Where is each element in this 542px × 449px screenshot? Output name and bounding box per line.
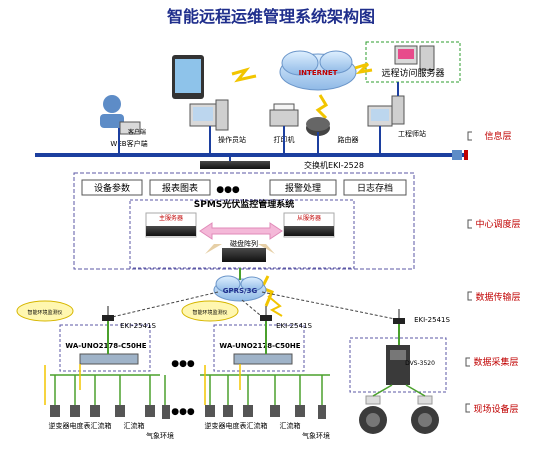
layer-info-label: 信息层 <box>484 130 511 142</box>
field-links-left <box>50 374 166 405</box>
engineer-station-icon <box>367 95 405 127</box>
gateway-right-icon <box>393 309 405 324</box>
field-devices-left <box>50 405 170 419</box>
layer-field-label: 现场设备层 <box>473 403 518 415</box>
backup-server-label: 从服务器 <box>297 214 321 222</box>
router-label: 路由器 <box>338 135 359 144</box>
switch-label: 交换机EKI-2528 <box>304 160 364 170</box>
module-reports-label: 报表图表 <box>162 182 198 194</box>
layer-center-label: 中心调度层 <box>475 218 520 230</box>
printer-icon <box>269 103 299 127</box>
module-device-params <box>81 179 143 196</box>
client-label: 客户端 <box>128 128 146 136</box>
gateway-mid-label: EKI-2541S <box>276 322 312 330</box>
uno-mid-label: WA-UNO2178-C50HE <box>219 342 300 350</box>
router-icon <box>306 117 330 136</box>
module-alarms <box>269 179 337 196</box>
bubble-left-label: 智能环境监测仪 <box>27 309 62 316</box>
bubble-mid: 智能环境监测仪 <box>181 300 239 322</box>
center-layer-box <box>73 172 415 270</box>
page-title: 智能远程运维管理系统架构图 <box>167 7 375 26</box>
layer-labels: 信息层 中心调度层 数据传输层 数据采集层 现场设备层 <box>465 130 521 415</box>
dome-camera-left <box>359 395 387 434</box>
web-client-label: WEB客户端 <box>110 139 147 148</box>
uno-mid-device <box>233 353 293 365</box>
module-logs <box>343 179 407 196</box>
collect-box-mid <box>213 324 305 372</box>
module-reports <box>149 179 211 196</box>
module-alarms-label: 报警处理 <box>285 182 321 194</box>
uno-left-device <box>79 353 139 365</box>
gprs-label: GPRS/3G <box>223 287 258 295</box>
disk-array-label: 磁盘阵列 <box>230 239 258 248</box>
internet-cloud: INTERNET <box>279 50 357 91</box>
backup-server: 从服务器 <box>283 212 335 238</box>
devices-left-extra: 汇流箱 <box>124 421 145 430</box>
workstation-icon <box>189 99 229 131</box>
engineer-label: 工程师站 <box>398 129 426 138</box>
field-devices-mid <box>205 405 326 419</box>
workstation-label: 操作员站 <box>218 135 246 144</box>
dvs-label: DVS-3520 <box>405 360 435 367</box>
field-ellipsis: ●●● <box>171 407 195 417</box>
switch-icon <box>200 157 270 169</box>
gateway-mid-icon <box>260 306 272 321</box>
devices-mid-extra: 汇流箱 <box>280 421 301 430</box>
remote-server-box <box>365 41 461 83</box>
remote-server-label: 远程访问服务器 <box>381 67 444 79</box>
web-client-icon <box>100 95 141 135</box>
spms-title: SPMS光伏监控管理系统 <box>194 198 295 210</box>
collect-box-left <box>59 324 151 372</box>
module-boxes: 设备参数 报表图表 ●●● 报警处理 日志存档 <box>81 179 407 196</box>
firewall-icon <box>452 150 468 160</box>
remote-server-icon <box>394 45 435 71</box>
weather-mid-label: 气象环境 <box>302 431 330 440</box>
layer-transport-label: 数据传输层 <box>475 291 520 303</box>
module-ellipsis: ●●● <box>216 185 240 195</box>
module-device-params-label: 设备参数 <box>94 182 130 194</box>
disk-array-icon <box>222 248 266 262</box>
main-server: 主服务器 <box>145 212 197 238</box>
network-links <box>118 82 399 155</box>
weather-left-label: 气象环境 <box>146 431 174 440</box>
spms-box <box>129 199 355 269</box>
collect-ellipsis: ●●● <box>171 359 195 369</box>
dome-camera-right <box>411 395 439 434</box>
gprs-cloud: GPRS/3G <box>213 275 267 302</box>
module-logs-label: 日志存档 <box>357 182 393 194</box>
bubble-mid-label: 智能环境监测仪 <box>192 309 227 316</box>
devices-left-label: 逆变器电度表汇流箱 <box>49 421 112 430</box>
phone-icon <box>172 55 204 99</box>
gateway-left-icon <box>102 306 114 321</box>
server-sync-arrows <box>199 222 283 254</box>
network-bus <box>35 153 467 157</box>
dvs-device-icon <box>386 345 410 385</box>
bubble-left: 智能环境监测仪 <box>16 300 74 322</box>
main-server-label: 主服务器 <box>159 214 183 222</box>
field-links-mid <box>200 374 330 405</box>
gateway-left-label: EKI-2541S <box>120 322 156 330</box>
internet-label: INTERNET <box>299 69 338 77</box>
gateway-right-label: EKI-2541S <box>414 316 450 324</box>
lightning-icon <box>231 62 373 317</box>
layer-collect-label: 数据采集层 <box>473 356 518 368</box>
devices-mid-label: 逆变器电度表汇流箱 <box>205 421 268 430</box>
uno-left-label: WA-UNO2178-C50HE <box>65 342 146 350</box>
